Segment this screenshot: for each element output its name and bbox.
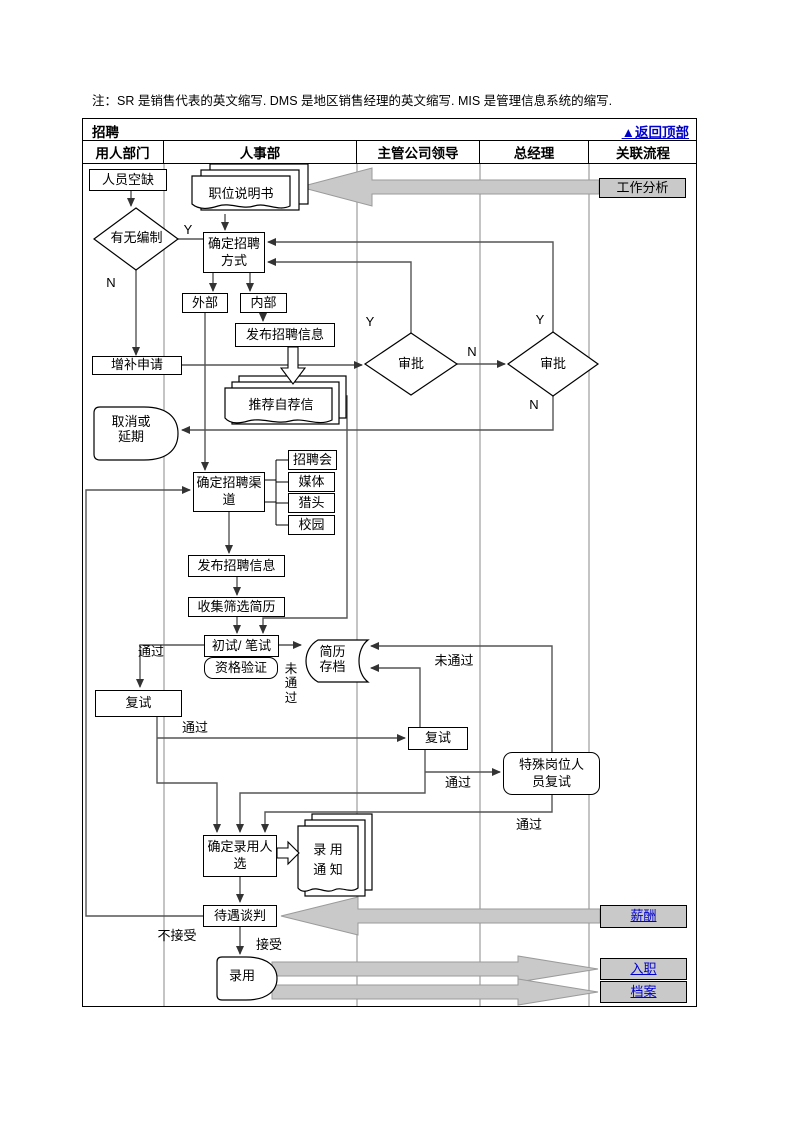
node-external: 外部 bbox=[182, 293, 228, 313]
label-approval2-yes: Y bbox=[535, 312, 545, 327]
node-determine-recruit-method: 确定招聘 方式 bbox=[203, 232, 265, 273]
label-accept: 接受 bbox=[255, 937, 282, 952]
node-determine-channel: 确定招聘渠 道 bbox=[193, 472, 265, 512]
footnote-text: 注：SR 是销售代表的英文缩写. DMS 是地区销售经理的英文缩写. MIS 是… bbox=[92, 94, 613, 108]
job-description-doc-stack bbox=[191, 163, 309, 211]
table-title-row: 招聘 ▲返回顶部 bbox=[82, 118, 697, 141]
channel-bracket-lines bbox=[265, 459, 288, 526]
label-pass-2: 通过 bbox=[181, 720, 208, 735]
column-header-zongjingli: 总经理 bbox=[480, 141, 589, 163]
node-second-interview-2: 复试 bbox=[408, 727, 468, 750]
column-header-zhuguan-lingdao: 主管公司领导 bbox=[357, 141, 480, 163]
column-header-renshibu: 人事部 bbox=[164, 141, 357, 163]
cancel-or-postpone-label: 取消或 延期 bbox=[111, 414, 151, 444]
node-internal: 内部 bbox=[240, 293, 287, 313]
offer-notice-label: 录 用 通 知 bbox=[313, 842, 343, 878]
node-determine-hire-candidate: 确定录用人 选 bbox=[203, 835, 277, 877]
lane-divider-1 bbox=[163, 164, 165, 1006]
gray-relation-arrows bbox=[271, 167, 601, 1006]
node-first-interview-written-test: 初试/ 笔试 bbox=[204, 635, 279, 657]
job-description-label: 职位说明书 bbox=[208, 186, 274, 201]
decision-approval2-shape bbox=[506, 331, 600, 397]
node-channel-media: 媒体 bbox=[288, 472, 335, 492]
node-channel-campus: 校园 bbox=[288, 515, 335, 535]
node-collect-screen-resumes: 收集筛选简历 bbox=[188, 597, 285, 617]
arrow-hire-to-archive bbox=[271, 978, 599, 1006]
decision-approval1-shape bbox=[363, 332, 459, 396]
resume-archive-label: 简历 存档 bbox=[319, 644, 346, 674]
node-publish-recruit-info-2: 发布招聘信息 bbox=[188, 555, 285, 577]
label-approval1-yes: Y bbox=[365, 314, 375, 329]
column-header-yongren-bumen: 用人部门 bbox=[82, 141, 164, 163]
arrow-hire-to-onboarding bbox=[271, 955, 599, 983]
table-title: 招聘 bbox=[92, 125, 119, 140]
label-headcount-yes: Y bbox=[183, 222, 193, 237]
lane-divider-3 bbox=[479, 164, 481, 1006]
label-pass-4: 通过 bbox=[515, 817, 542, 832]
node-supplement-request: 增补申请 bbox=[92, 356, 182, 375]
connectors bbox=[85, 191, 554, 955]
label-pass-1: 通过 bbox=[137, 644, 164, 659]
decision-approval2-label: 审批 bbox=[539, 356, 566, 371]
recommendation-letter-doc-stack bbox=[224, 375, 347, 425]
decision-headcount-shape bbox=[92, 207, 180, 271]
back-to-top-link[interactable]: ▲返回顶部 bbox=[621, 125, 689, 140]
label-reject: 不接受 bbox=[157, 928, 197, 943]
link-salary-process[interactable]: 薪酬 bbox=[600, 905, 687, 928]
label-fail-vertical: 未 通 过 bbox=[284, 662, 298, 705]
hollow-arrow-select-to-notice bbox=[276, 840, 300, 866]
label-approval2-no: N bbox=[529, 397, 539, 412]
recommendation-letter-label: 推荐自荐信 bbox=[248, 397, 314, 412]
node-qualification-check: 资格验证 bbox=[204, 657, 278, 679]
arrow-salary-to-negotiation bbox=[280, 896, 601, 936]
label-fail-horizontal: 未通过 bbox=[434, 653, 474, 668]
label-pass-3: 通过 bbox=[444, 775, 471, 790]
node-channel-headhunter: 猎头 bbox=[288, 493, 335, 513]
label-headcount-no: N bbox=[106, 275, 116, 290]
link-onboarding-process[interactable]: 入职 bbox=[600, 958, 687, 980]
node-vacancy: 人员空缺 bbox=[89, 169, 167, 191]
flowchart-table-frame bbox=[82, 118, 697, 1007]
column-header-guanlian-liucheng: 关联流程 bbox=[616, 146, 670, 161]
lane-divider-2 bbox=[356, 164, 358, 1006]
hire-shape bbox=[216, 956, 278, 1001]
offer-notice-doc-stack bbox=[297, 813, 373, 897]
hire-label: 录用 bbox=[228, 968, 255, 983]
node-salary-negotiation: 待遇谈判 bbox=[203, 905, 277, 927]
label-approval1-no: N bbox=[467, 344, 477, 359]
node-publish-recruit-info-1: 发布招聘信息 bbox=[235, 323, 335, 347]
decision-headcount-label: 有无编制 bbox=[110, 230, 163, 245]
link-archive-process[interactable]: 档案 bbox=[600, 981, 687, 1003]
decision-approval1-label: 审批 bbox=[397, 356, 424, 371]
node-job-analysis: 工作分析 bbox=[599, 178, 686, 198]
node-channel-jobfair: 招聘会 bbox=[288, 450, 337, 470]
node-special-position-interview: 特殊岗位人 员复试 bbox=[503, 752, 600, 795]
lane-divider-4 bbox=[588, 164, 590, 1006]
column-header-row: 用人部门 人事部 主管公司领导 总经理 关联流程 bbox=[82, 141, 697, 164]
node-second-interview-1: 复试 bbox=[95, 690, 182, 717]
hollow-arrow-publish-to-letters bbox=[279, 346, 307, 385]
arrow-job-analysis-to-docs bbox=[298, 167, 600, 207]
cancel-or-postpone-shape bbox=[93, 406, 179, 461]
resume-archive-shape bbox=[305, 639, 370, 683]
